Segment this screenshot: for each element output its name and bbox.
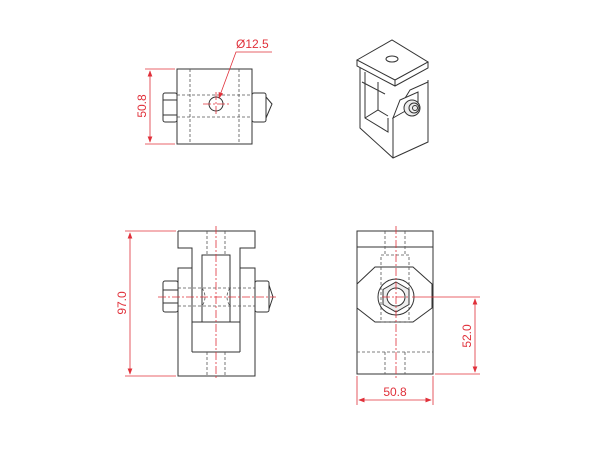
dim-front-height: 97.0 xyxy=(115,291,129,315)
bolt-head xyxy=(162,280,179,313)
dim-side-width: 50.8 xyxy=(383,385,407,399)
dim-hole-diameter: Ø12.5 xyxy=(236,37,269,51)
bolt-head xyxy=(162,92,178,123)
dim-top-height: 50.8 xyxy=(135,94,149,118)
side-view: 52.0 50.8 xyxy=(356,226,480,405)
nut xyxy=(254,280,270,313)
top-view: 50.8 Ø12.5 xyxy=(135,37,273,145)
front-view: 97.0 xyxy=(115,226,276,380)
nut xyxy=(251,92,273,123)
dim-bolt-height: 52.0 xyxy=(460,324,474,348)
isometric-view xyxy=(355,39,429,159)
